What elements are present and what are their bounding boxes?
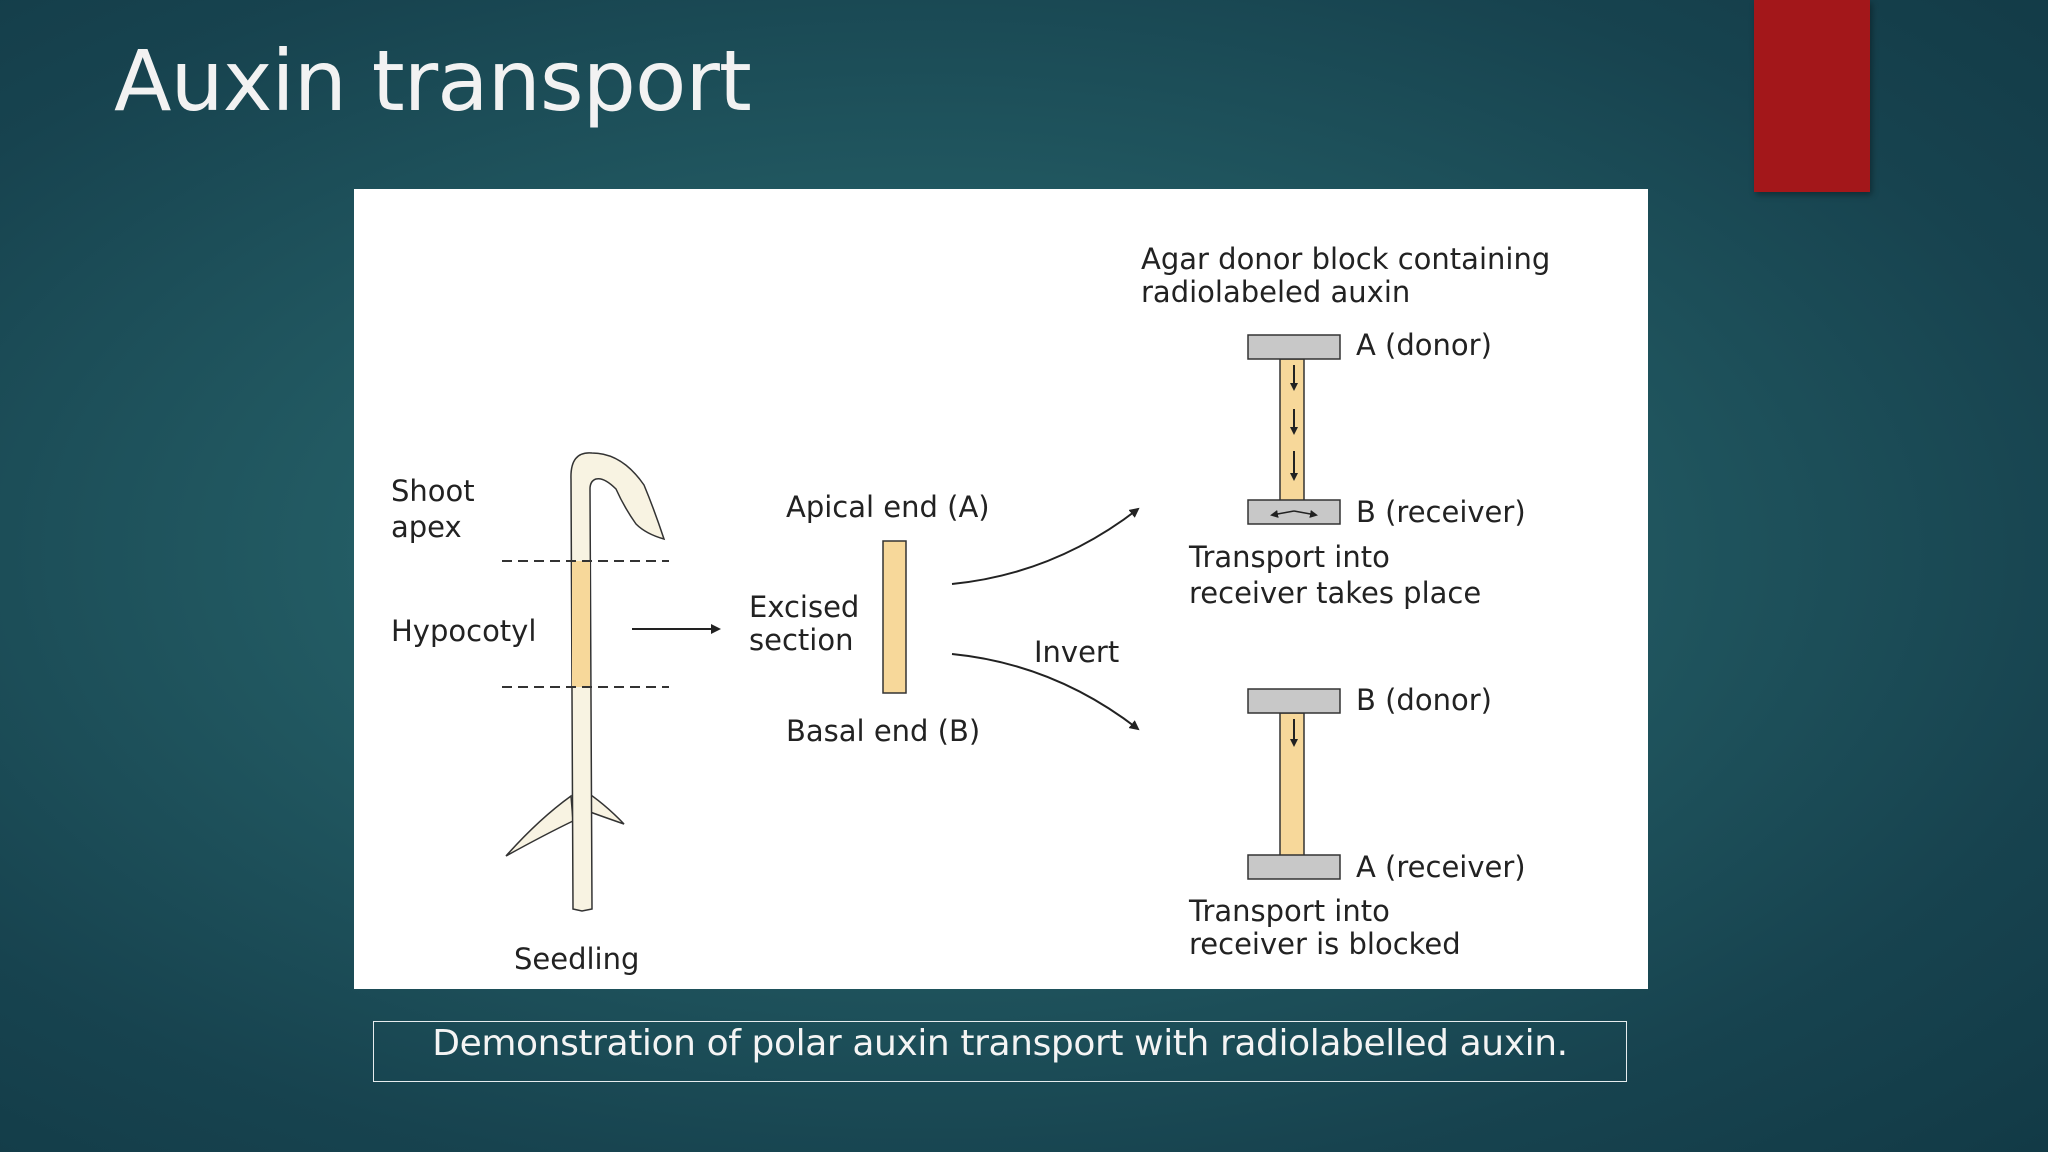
figure-caption: Demonstration of polar auxin transport w… [432, 1023, 1568, 1064]
shoot-apex-label-line1: Shoot [391, 474, 475, 508]
upright-spread-arrow-right [1293, 509, 1318, 518]
inverted-donor-label: B (donor) [1356, 683, 1492, 717]
seedling-label: Seedling [514, 942, 639, 976]
excised-section-bar [882, 540, 907, 694]
seedling-drawing [502, 452, 669, 912]
hypocotyl-region [572, 561, 590, 687]
auxin-transport-figure: Shoot apex Hypocotyl Seedling Apical end… [354, 189, 1648, 989]
agar-label-line2: radiolabeled auxin [1141, 275, 1410, 309]
excised-label-line1: Excised [749, 590, 859, 624]
shoot-apex-label-line2: apex [391, 510, 462, 544]
upright-spread-arrow-left [1270, 509, 1295, 518]
inverted-receiver-block [1247, 854, 1341, 880]
slide-title: Auxin transport [114, 32, 752, 130]
upright-result-line2: receiver takes place [1189, 576, 1481, 610]
inverted-donor-block [1247, 688, 1341, 714]
invert-label: Invert [1034, 635, 1119, 669]
agar-label-line1: Agar donor block containing [1141, 242, 1550, 276]
upright-donor-block [1247, 334, 1341, 360]
upright-tissue [1279, 358, 1305, 508]
upright-result-line1: Transport into [1188, 540, 1390, 574]
diagram-svg: Shoot apex Hypocotyl Seedling Apical end… [391, 242, 1550, 976]
apical-end-label: Apical end (A) [786, 490, 990, 524]
inverted-result-line1: Transport into [1188, 894, 1390, 928]
accent-bar [1754, 0, 1870, 192]
basal-end-label: Basal end (B) [786, 714, 980, 748]
inverted-result-line2: receiver is blocked [1189, 927, 1461, 961]
hypocotyl-label: Hypocotyl [391, 614, 536, 648]
invert-arrow [951, 653, 1140, 731]
inverted-receiver-label: A (receiver) [1356, 850, 1526, 884]
upright-donor-label: A (donor) [1356, 328, 1492, 362]
upright-receiver-label: B (receiver) [1356, 495, 1526, 529]
caption-box: Demonstration of polar auxin transport w… [373, 1021, 1627, 1082]
inverted-tissue [1279, 712, 1305, 862]
upright-arrow [951, 507, 1140, 585]
seedling-root-left [505, 794, 574, 857]
upright-receiver-block [1247, 499, 1341, 525]
excised-label-line2: section [749, 623, 853, 657]
